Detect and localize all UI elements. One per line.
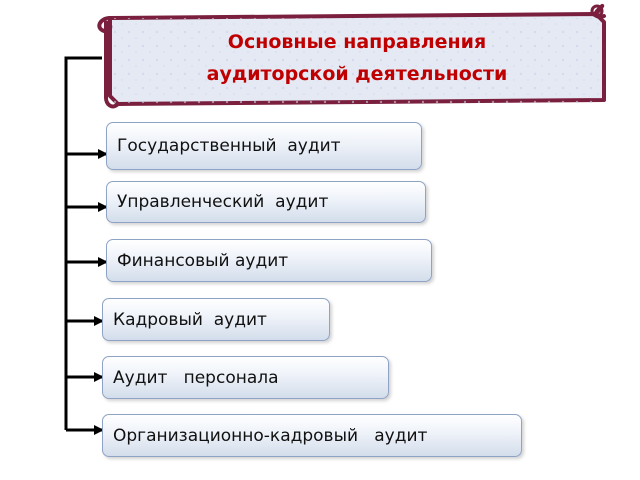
item-box-state-audit: Государственный аудит [106,122,422,170]
connector-trunk [64,56,102,430]
title-scroll [97,3,606,109]
title-line-2: аудиторской деятельности [206,63,508,85]
item-box-personnel-audit: Аудит персонала [102,356,389,399]
item-box-org-hr-audit: Организационно-кадровый аудит [102,414,522,457]
connector-arrows [66,149,108,435]
title-line-1: Основные направления [227,31,487,53]
item-box-management-audit: Управленческий аудит [106,181,426,223]
item-box-financial-audit: Финансовый аудит [106,239,432,282]
item-box-hr-audit: Кадровый аудит [102,298,330,341]
scroll-left-curl [97,16,120,109]
diagram-title: Основные направления аудиторской деятель… [110,26,604,102]
